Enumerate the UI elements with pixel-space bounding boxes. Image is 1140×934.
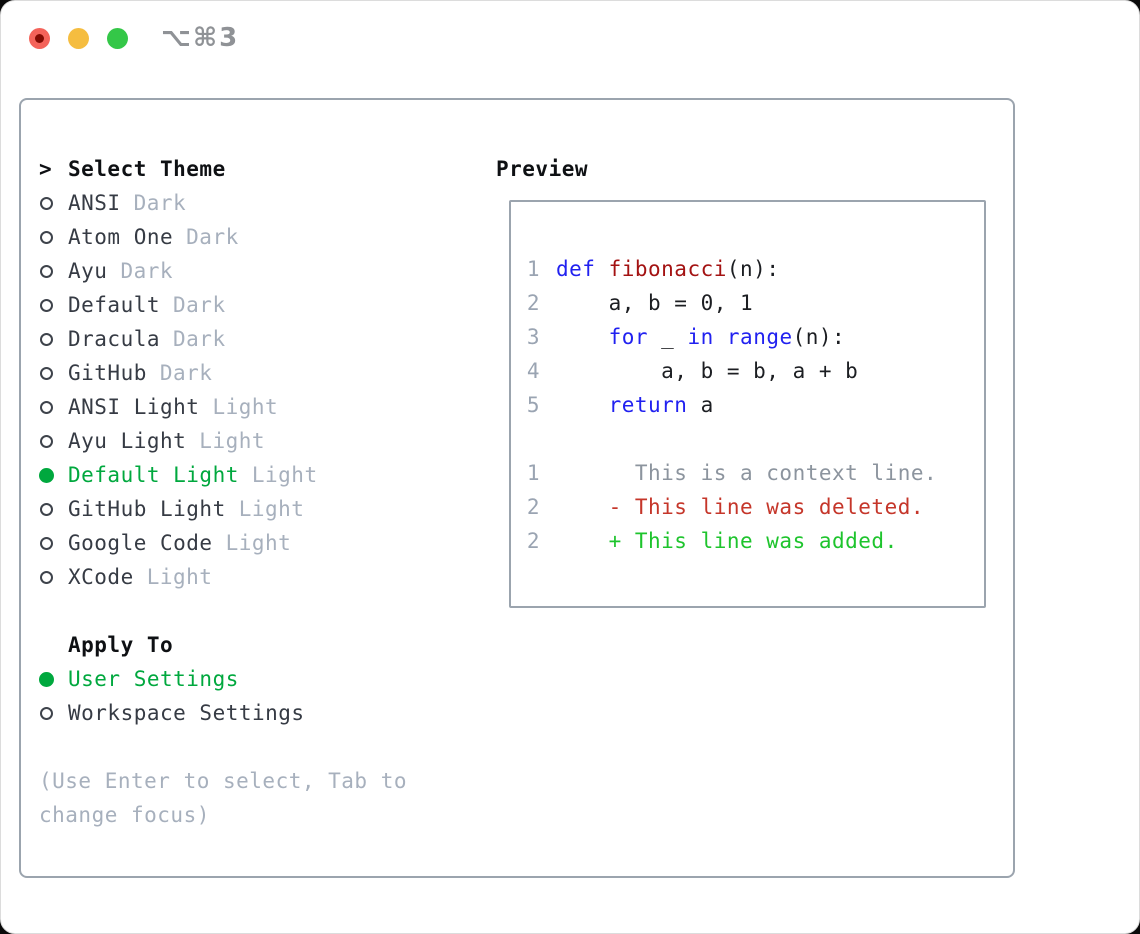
theme-name: Google Code [68,531,213,555]
radio-icon [39,366,68,380]
theme-name: Ayu [68,259,108,283]
theme-name: Default [68,293,161,317]
radio-icon [39,332,68,346]
radio-icon [39,706,68,720]
keyboard-hint-line-2: change focus) [39,803,210,827]
line-number: 1 [526,257,540,281]
apply-option-label: User Settings [68,667,239,691]
line-number: 2 [526,529,540,553]
theme-variant-badge: Dark [173,327,226,351]
theme-variant-badge: Dark [186,225,239,249]
theme-name: ANSI Light [68,395,200,419]
theme-variant-badge: Light [251,463,318,487]
theme-option-dracula[interactable]: Dracula Dark [39,322,407,356]
theme-name: Default Light [68,463,239,487]
zoom-button[interactable] [107,28,128,49]
radio-selected-icon [39,671,68,687]
select-theme-header: > Select Theme [39,152,407,186]
theme-option-ansi[interactable]: ANSI Dark [39,186,407,220]
radio-icon [39,196,68,210]
traffic-lights [29,28,128,49]
line-number: 5 [526,393,540,417]
theme-variant-badge: Dark [120,259,174,283]
theme-variant-badge: Dark [133,191,187,215]
keyboard-hint-line-1: (Use Enter to select, Tab to [39,769,408,793]
theme-option-ayu-light[interactable]: Ayu Light Light [39,424,407,458]
line-number: 3 [526,325,540,349]
theme-option-default[interactable]: Default Dark [39,288,407,322]
theme-variant-badge: Light [199,429,266,453]
focus-caret-icon: > [39,157,53,181]
radio-icon [39,434,68,448]
theme-option-atom-one[interactable]: Atom One Dark [39,220,407,254]
radio-icon [39,570,68,584]
code-line: 2 a, b = 0, 1 [526,291,754,315]
code-line: 4 a, b = b, a + b [526,359,859,383]
radio-icon [39,400,68,414]
theme-variant-badge: Dark [173,293,226,317]
apply-to-header: Apply To [39,628,407,662]
theme-name: Atom One [68,225,174,249]
theme-name: Ayu Light [68,429,187,453]
diff-line-context: 1 This is a context line. [526,461,938,485]
line-number: 1 [526,461,540,485]
radio-icon [39,264,68,278]
theme-variant-badge: Dark [159,361,213,385]
apply-to-title: Apply To [68,633,174,657]
unsaved-changes-dot-icon [35,34,44,43]
radio-icon [39,536,68,550]
theme-variant-badge: Light [225,531,292,555]
apply-option-label: Workspace Settings [68,701,305,725]
apply-option-workspace-settings[interactable]: Workspace Settings [39,696,407,730]
theme-variant-badge: Light [212,395,279,419]
theme-option-default-light[interactable]: Default Light Light [39,458,407,492]
radio-icon [39,298,68,312]
code-line: 3 for _ in range(n): [526,325,846,349]
blank-line [526,422,984,456]
theme-option-ansi-light[interactable]: ANSI Light Light [39,390,407,424]
diff-line-added: 2 + This line was added. [526,529,898,553]
apply-option-user-settings[interactable]: User Settings [39,662,407,696]
line-number: 4 [526,359,540,383]
preview-title: Preview [496,157,589,181]
theme-name: GitHub [68,361,147,385]
theme-option-github[interactable]: GitHub Dark [39,356,407,390]
line-number: 2 [526,495,540,519]
minimize-button[interactable] [68,28,89,49]
keyboard-hint: (Use Enter to select, Tab to change focu… [39,764,407,832]
theme-name: ANSI [68,191,121,215]
diff-line-deleted: 2 - This line was deleted. [526,495,925,519]
select-theme-title: Select Theme [68,157,226,181]
theme-name: XCode [68,565,134,589]
close-button[interactable] [29,28,50,49]
radio-icon [39,502,68,516]
theme-option-xcode[interactable]: XCode Light [39,560,407,594]
theme-name: GitHub Light [68,497,226,521]
radio-icon [39,230,68,244]
code-line: 5 return a [526,393,714,417]
line-number: 2 [526,291,540,315]
theme-option-ayu[interactable]: Ayu Dark [39,254,407,288]
theme-name: Dracula [68,327,161,351]
theme-option-google-code[interactable]: Google Code Light [39,526,407,560]
theme-variant-badge: Light [146,565,213,589]
theme-variant-badge: Light [238,497,305,521]
theme-option-github-light[interactable]: GitHub Light Light [39,492,407,526]
radio-selected-icon [39,467,68,483]
window-title-shortcut: ⌥⌘3 [161,23,240,53]
